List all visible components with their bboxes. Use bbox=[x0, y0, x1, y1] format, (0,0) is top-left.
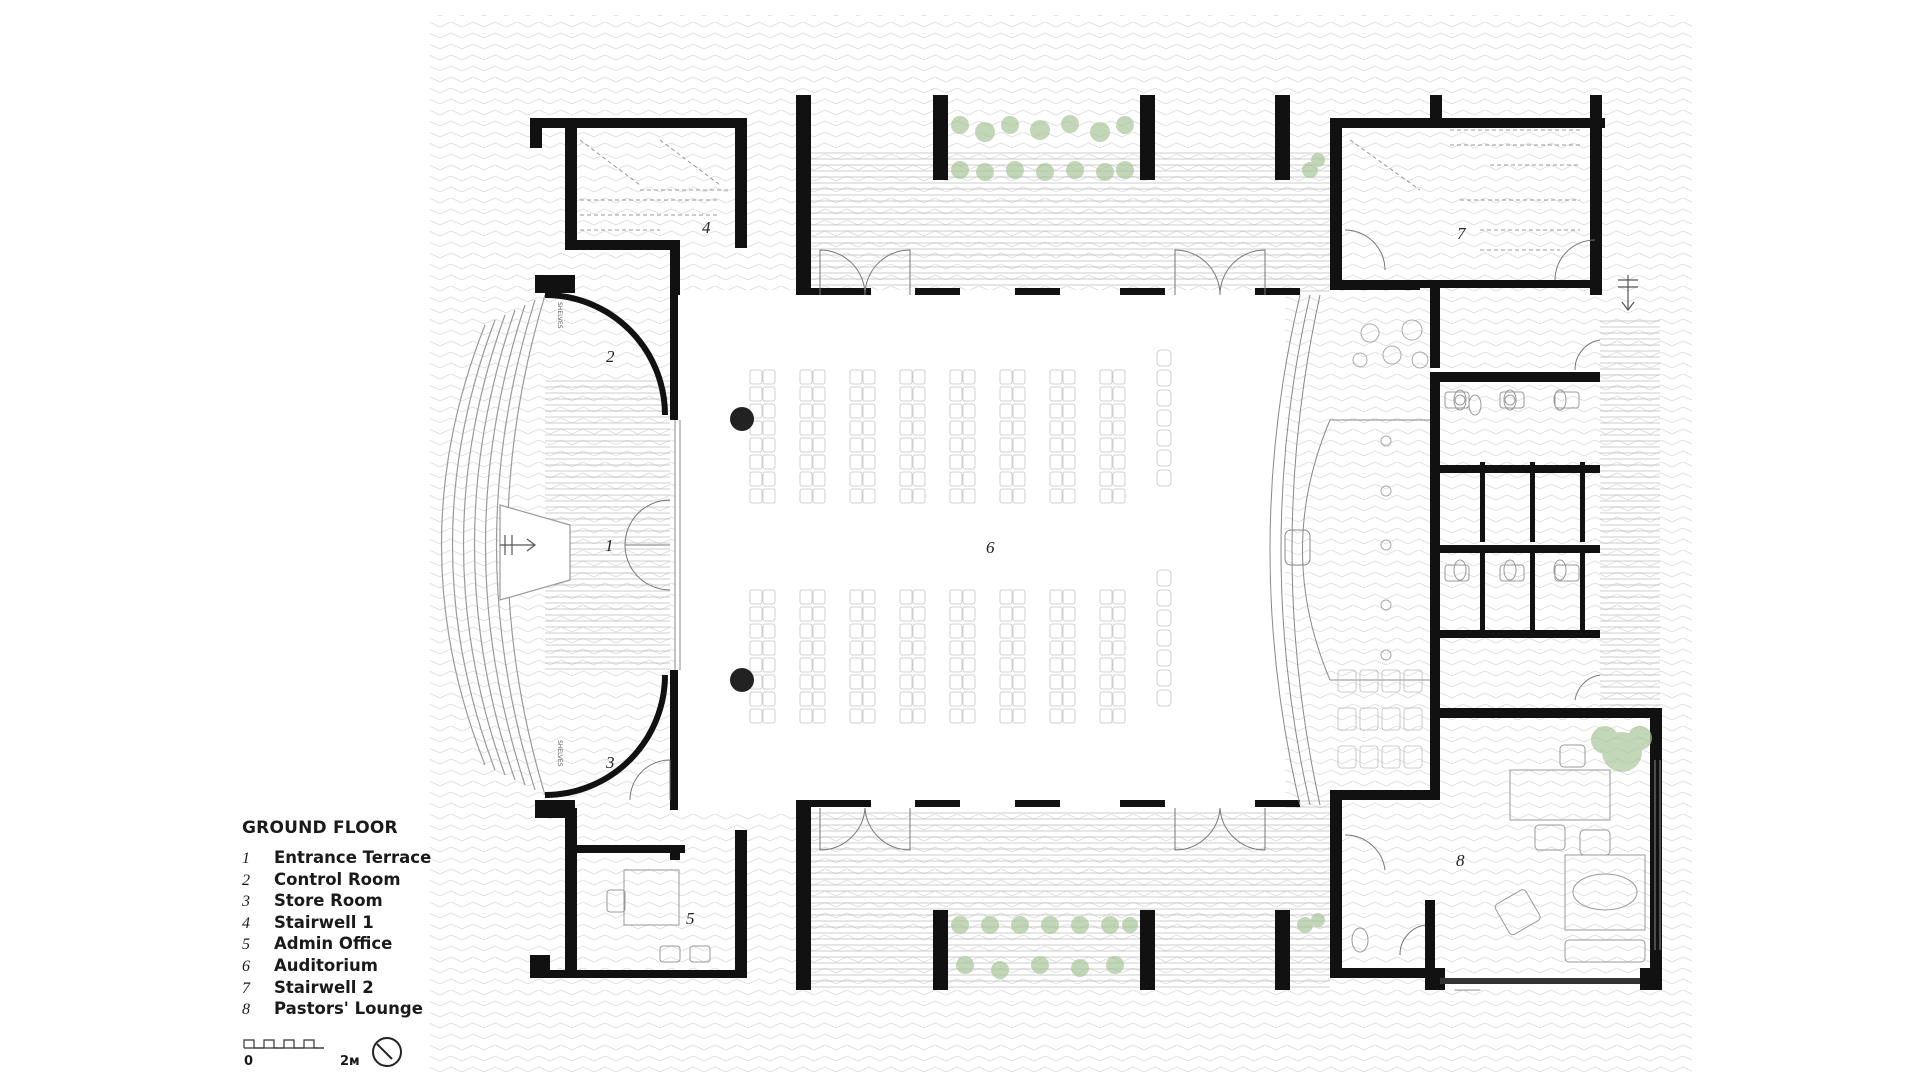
north-arrow-icon bbox=[373, 1038, 401, 1066]
shelves-label-north: SHELVES bbox=[556, 302, 563, 329]
room-number-3: 3 bbox=[605, 753, 615, 772]
legend-label: Stairwell 1 bbox=[274, 913, 374, 932]
auditorium-floor bbox=[675, 290, 1285, 810]
legend-number: 3 bbox=[242, 893, 274, 911]
room-number-2: 2 bbox=[606, 347, 615, 366]
legend-number: 7 bbox=[242, 980, 274, 998]
legend-label: Entrance Terrace bbox=[274, 848, 431, 867]
south-deck bbox=[800, 800, 1330, 990]
room-number-5: 5 bbox=[686, 909, 695, 928]
legend-number: 5 bbox=[242, 936, 274, 954]
legend-number: 1 bbox=[242, 850, 274, 868]
room-number-8: 8 bbox=[1456, 851, 1465, 870]
legend-number: 4 bbox=[242, 915, 274, 933]
legend-label: Stairwell 2 bbox=[274, 978, 374, 997]
legend-label: Auditorium bbox=[274, 956, 378, 975]
legend-label: Admin Office bbox=[274, 934, 392, 953]
column-icon bbox=[730, 668, 754, 692]
legend-number: 6 bbox=[242, 958, 274, 976]
north-deck bbox=[800, 150, 1330, 295]
shelves-label-south: SHELVES bbox=[556, 740, 563, 767]
legend-number: 8 bbox=[242, 1001, 274, 1019]
legend-label: Pastors' Lounge bbox=[274, 999, 423, 1018]
legend-label: Control Room bbox=[274, 870, 401, 889]
legend-label: Store Room bbox=[274, 891, 383, 910]
scale-start-label: 0 bbox=[244, 1054, 253, 1069]
scale-end-label: 2м bbox=[340, 1054, 360, 1069]
column-icon bbox=[730, 407, 754, 431]
legend-number: 2 bbox=[242, 872, 274, 890]
room-number-1: 1 bbox=[605, 536, 614, 555]
east-deck bbox=[1600, 320, 1660, 710]
room-number-6: 6 bbox=[986, 538, 995, 557]
scale-graphic bbox=[242, 1030, 412, 1078]
scale-bar: 0 2м bbox=[242, 1030, 412, 1078]
legend-title: GROUND FLOOR bbox=[242, 818, 431, 838]
room-number-4: 4 bbox=[702, 218, 711, 237]
